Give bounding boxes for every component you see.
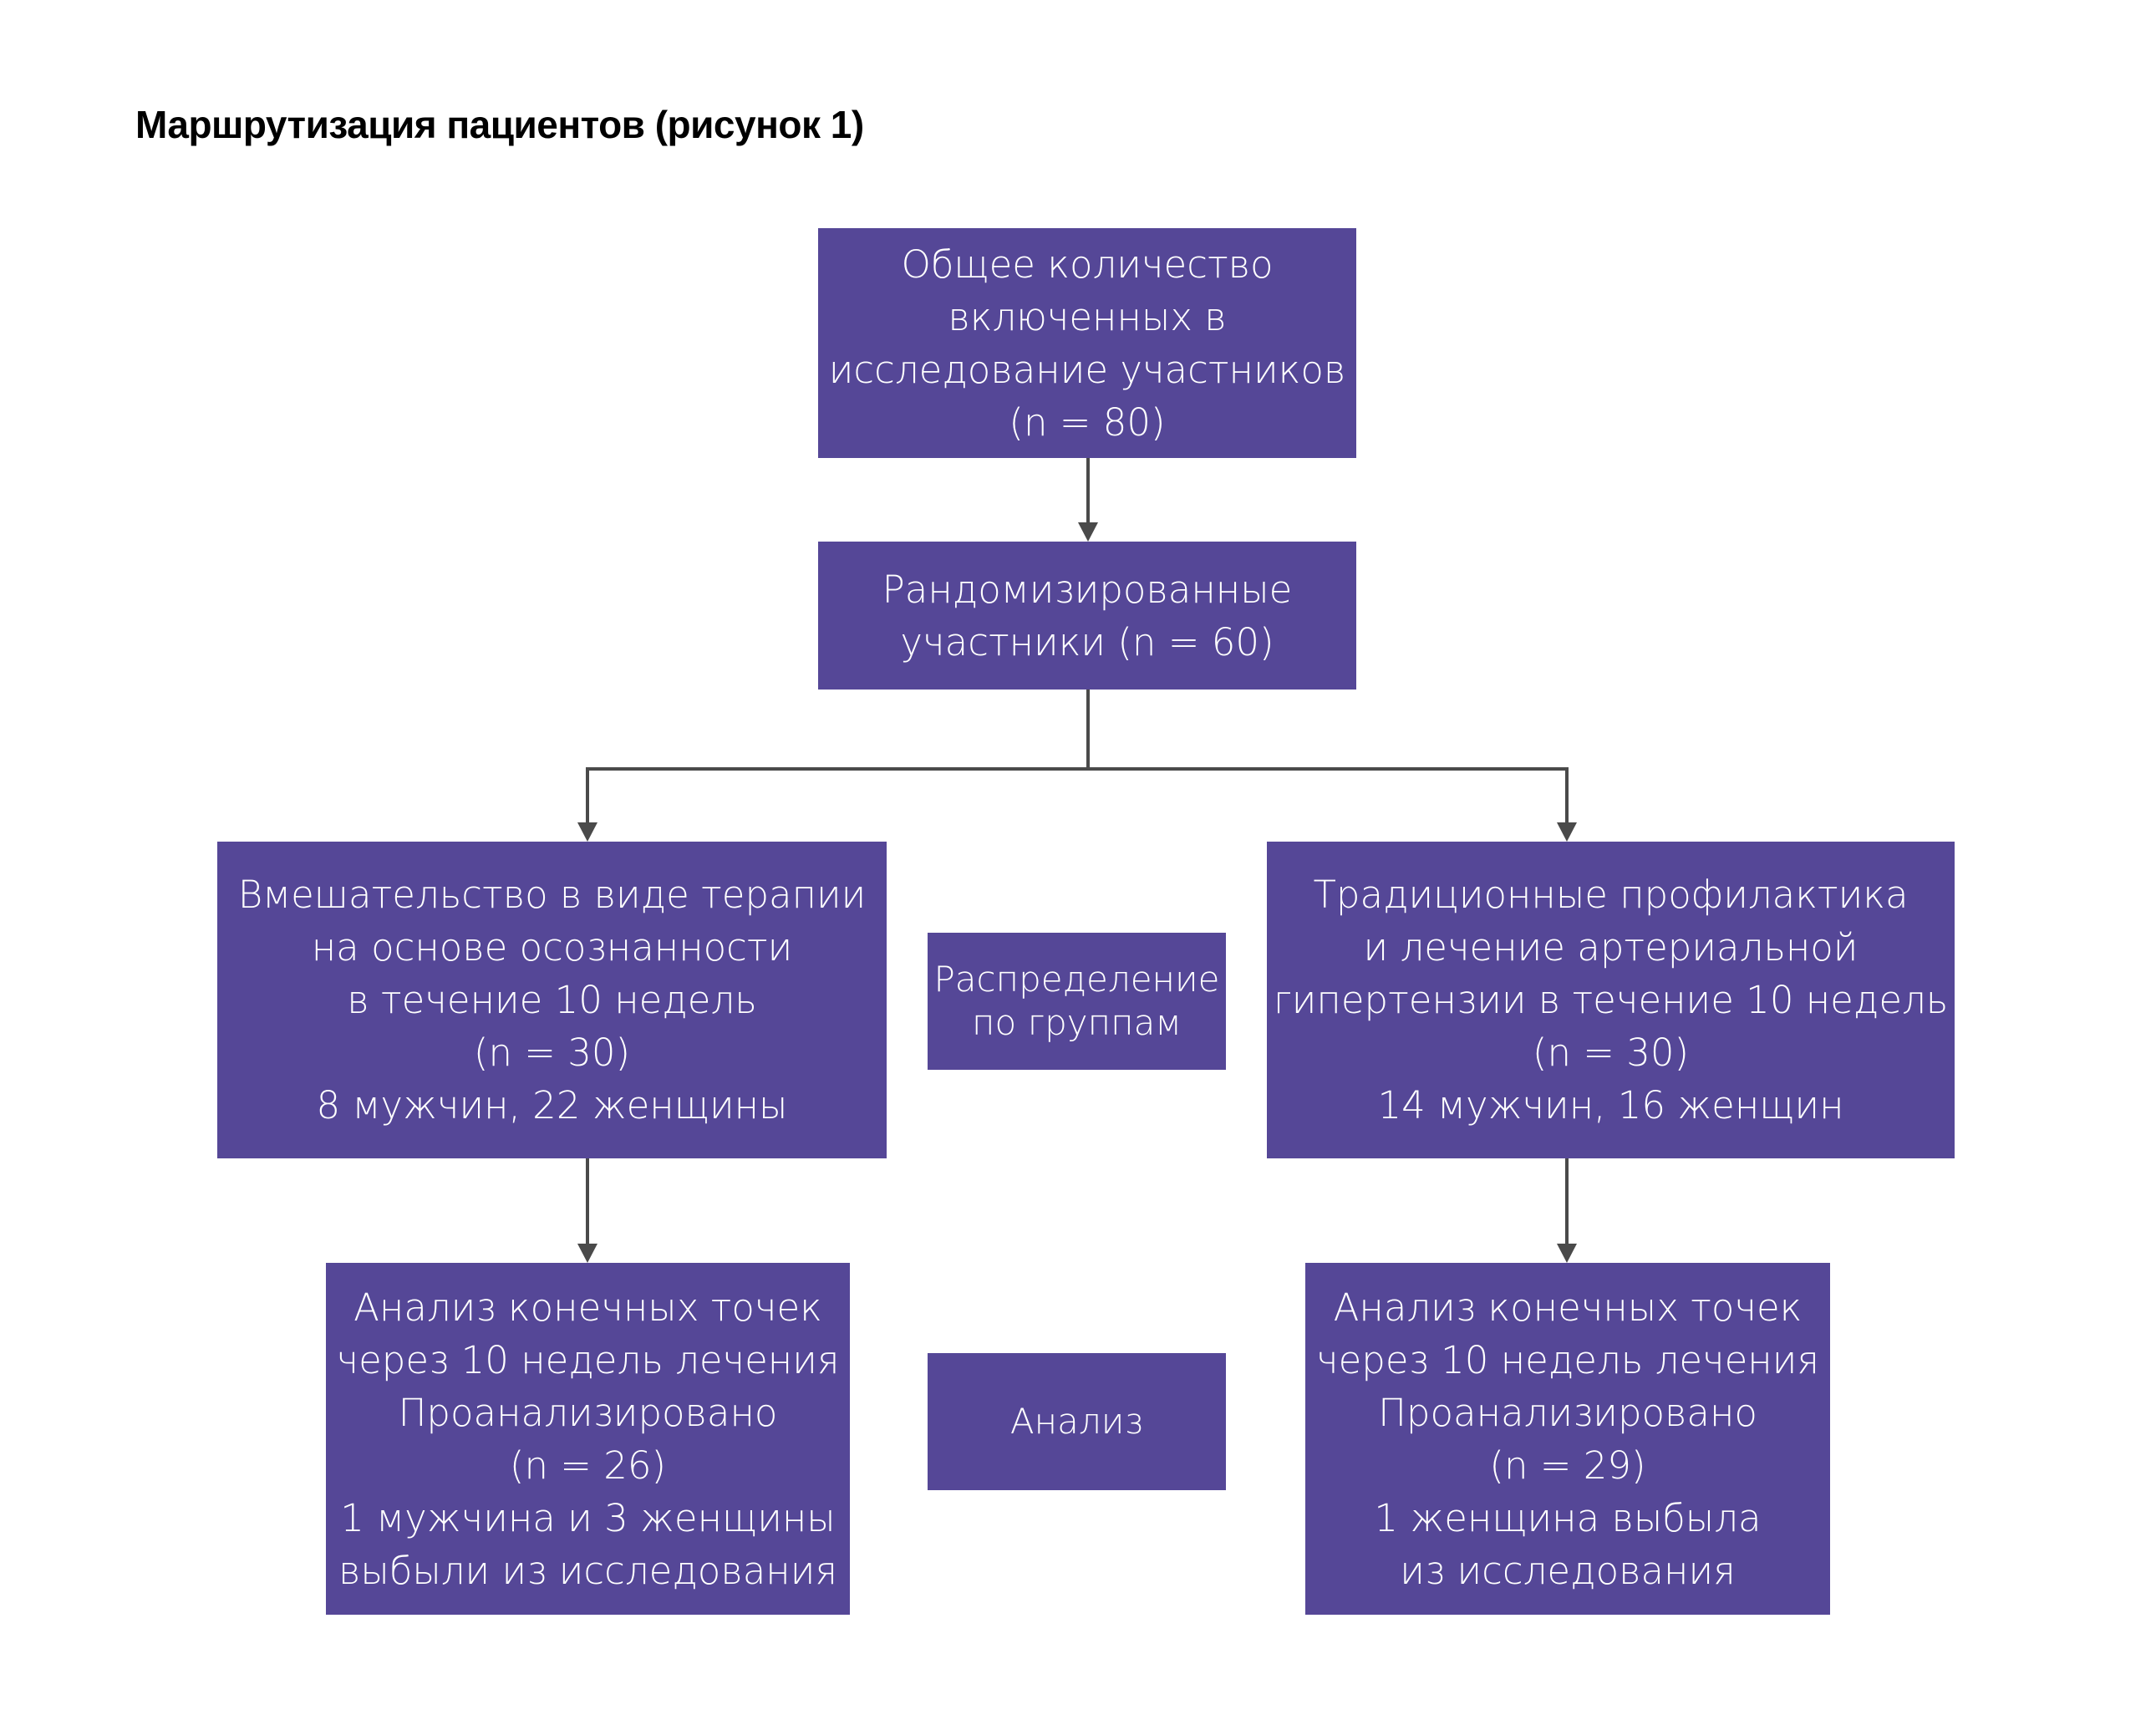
node-text-line: через 10 недель лечения <box>336 1337 840 1382</box>
node-text-line: из исследования <box>1400 1548 1736 1593</box>
node-text-line: (n = 26) <box>509 1443 667 1488</box>
node-text-line: Распределение <box>933 959 1220 1000</box>
figure-title: Маршрутизация пациентов (рисунок 1) <box>135 103 864 146</box>
node-text-line: на основе осознанности <box>311 925 793 969</box>
node-text-line: в течение 10 недель <box>347 978 757 1022</box>
node-text-line: (n = 30) <box>1532 1031 1690 1075</box>
node-randomized-participants: Рандомизированные участники (n = 60) <box>818 542 1356 690</box>
arrowhead-randomized <box>1078 522 1098 542</box>
node-text-line: 8 мужчин, 22 женщины <box>316 1083 788 1127</box>
node-text-line: (n = 30) <box>473 1031 631 1075</box>
arrowhead-control-analysis <box>1557 1244 1577 1263</box>
node-text-line: по группам <box>972 1002 1182 1043</box>
node-intervention-analysis: Анализ конечных точек через 10 недель леч… <box>326 1263 850 1615</box>
node-text-line: Общее количество <box>901 242 1274 287</box>
node-text-line: (n = 80) <box>1009 399 1166 445</box>
node-text-line: включенных в <box>948 294 1227 339</box>
node-text-line: (n = 29) <box>1489 1443 1646 1488</box>
node-control-analysis: Анализ конечных точек через 10 недель леч… <box>1305 1263 1830 1615</box>
arrowhead-intervention <box>577 822 597 842</box>
stage-label-analysis: Анализ <box>928 1353 1226 1490</box>
node-text-line: 1 женщина выбыла <box>1374 1495 1762 1540</box>
node-traditional-treatment: Традиционные профилактика и лечение артер… <box>1267 842 1955 1158</box>
node-text-line: Проанализировано <box>398 1390 778 1435</box>
node-total-participants: Общее количество включенных в исследование… <box>818 228 1356 458</box>
node-text-line: гипертензии в течение 10 недель <box>1273 978 1949 1022</box>
node-text-line: Анализ конечных точек <box>1333 1285 1803 1330</box>
node-text-line: через 10 недель лечения <box>1316 1337 1819 1382</box>
node-text-line: Вмешательство в виде терапии <box>237 873 867 917</box>
arrowhead-intervention-analysis <box>577 1244 597 1263</box>
node-text-line: исследование участников <box>828 347 1346 392</box>
node-text-line: Анализ конечных точек <box>353 1285 822 1330</box>
node-text-line: Традиционные профилактика <box>1313 873 1909 917</box>
node-text-line: выбыли из исследования <box>338 1548 837 1593</box>
node-mindfulness-intervention: Вмешательство в виде терапии на основе ос… <box>217 842 887 1158</box>
node-text-line: участники (n = 60) <box>900 619 1274 664</box>
node-text-line: Анализ <box>1009 1401 1144 1442</box>
node-text-line: и лечение артериальной <box>1363 925 1859 969</box>
arrowhead-control <box>1557 822 1577 842</box>
node-text-line: 14 мужчин, 16 женщин <box>1377 1083 1844 1127</box>
node-text-line: 1 мужчина и 3 женщины <box>340 1495 836 1540</box>
node-text-line: Проанализировано <box>1378 1390 1757 1435</box>
node-text-line: Рандомизированные <box>882 567 1293 612</box>
